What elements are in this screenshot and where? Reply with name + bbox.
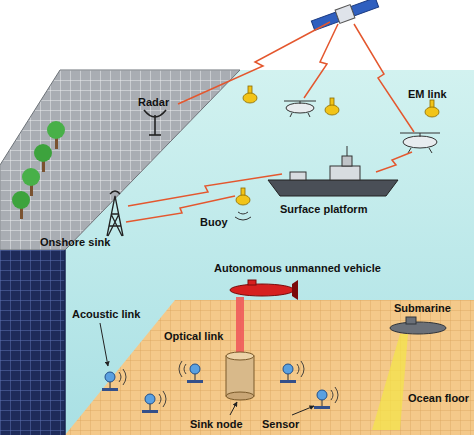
optical-beam xyxy=(236,297,244,353)
leader-lines xyxy=(100,323,314,415)
buoys xyxy=(236,86,439,205)
label: Radar xyxy=(138,96,169,109)
em-links xyxy=(126,22,414,222)
land-front xyxy=(0,250,65,435)
submarine xyxy=(372,317,446,430)
label: EM link xyxy=(408,88,447,101)
sink-node xyxy=(226,352,254,400)
label: Submarine xyxy=(394,302,451,315)
label: Surface platform xyxy=(280,203,367,216)
land-top xyxy=(0,70,240,250)
radar-symbol xyxy=(144,110,166,135)
sensors xyxy=(102,364,330,413)
onshore-tower xyxy=(107,191,123,236)
label: Ocean floor xyxy=(408,392,469,405)
buoy-waves xyxy=(235,212,251,220)
label: Buoy xyxy=(200,216,228,229)
label: Onshore sink xyxy=(40,236,110,249)
label: Autonomous unmanned vehicle xyxy=(214,262,381,275)
label: Acoustic link xyxy=(72,308,140,321)
ship xyxy=(268,146,398,196)
land-edge xyxy=(64,250,66,435)
trees xyxy=(12,121,65,219)
drones xyxy=(284,101,440,153)
label: Optical link xyxy=(164,330,223,343)
ocean-floor xyxy=(65,300,474,435)
label: Sensor xyxy=(262,418,299,431)
label: Sink node xyxy=(190,418,243,431)
acoustic-waves xyxy=(119,361,338,407)
